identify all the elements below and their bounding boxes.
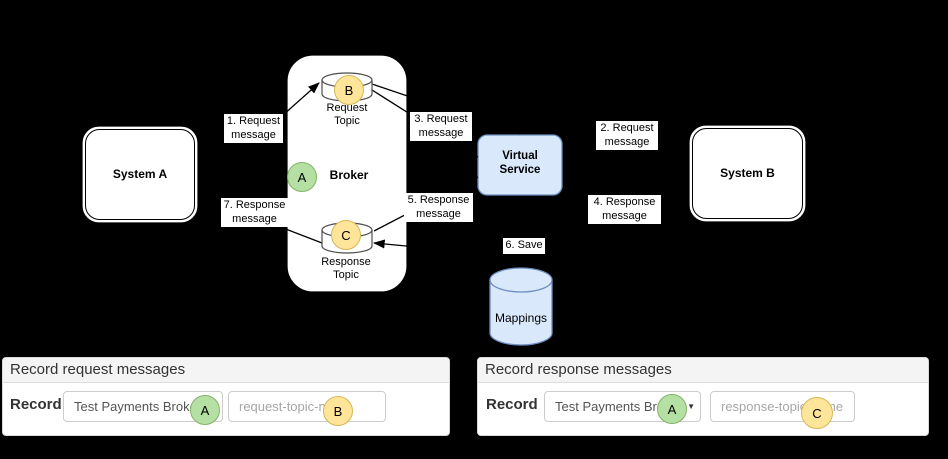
response-broker-select-value: Test Payments Broker [555,399,683,414]
mappings-cylinder [489,267,553,346]
record-response-panel-body: Record Test Payments Broker ▼ [478,383,928,434]
record-request-panel-title: Record request messages [3,358,449,383]
record-response-panel: Record response messages Record Test Pay… [477,357,929,436]
request-topic-input[interactable] [228,391,386,422]
mappings-label: Mappings [494,311,548,325]
record-request-panel: Record request messages Record Test Paym… [2,357,450,436]
record-request-label: Record [10,396,62,413]
record-response-panel-title: Record response messages [478,358,928,383]
badge-c-response-topic-field: C [801,397,833,429]
request-broker-select-value: Test Payments Broker [74,399,202,414]
message-label-5: 5. Response message [404,193,473,222]
record-response-label: Record [486,396,538,413]
message-label-2: 2. Request message [596,121,658,150]
chevron-down-icon: ▼ [687,402,695,411]
badge-c-response-topic: C [331,220,361,250]
virtual-service-label: Virtual Service [499,150,541,176]
badge-a-broker: A [287,162,317,192]
record-request-panel-body: Record Test Payments Broker ▼ [3,383,449,434]
badge-b-request-topic-field: B [323,396,353,426]
message-label-1: 1. Request message [224,114,283,143]
message-label-3: 3. Request message [410,112,472,141]
system-b-node [688,124,807,223]
message-label-4: 4. Response message [588,195,661,224]
connector-response-5b [372,239,471,253]
message-label-7: 7. Response message [221,198,288,227]
system-b-label: System B [720,166,775,180]
broker-label: Broker [329,168,369,182]
virtual-service-node [477,134,563,196]
message-label-6: 6. Save [503,238,545,254]
badge-a-response-broker: A [657,394,687,424]
system-a-node [81,125,199,224]
request-topic-label: Request Topic [326,102,368,127]
response-topic-input[interactable] [710,391,855,422]
system-a-label: System A [112,167,168,181]
connector-request-3a [371,83,521,135]
response-topic-label: Response Topic [321,256,371,281]
badge-b-request-topic: B [334,75,364,105]
badge-a-request-broker: A [190,395,220,425]
